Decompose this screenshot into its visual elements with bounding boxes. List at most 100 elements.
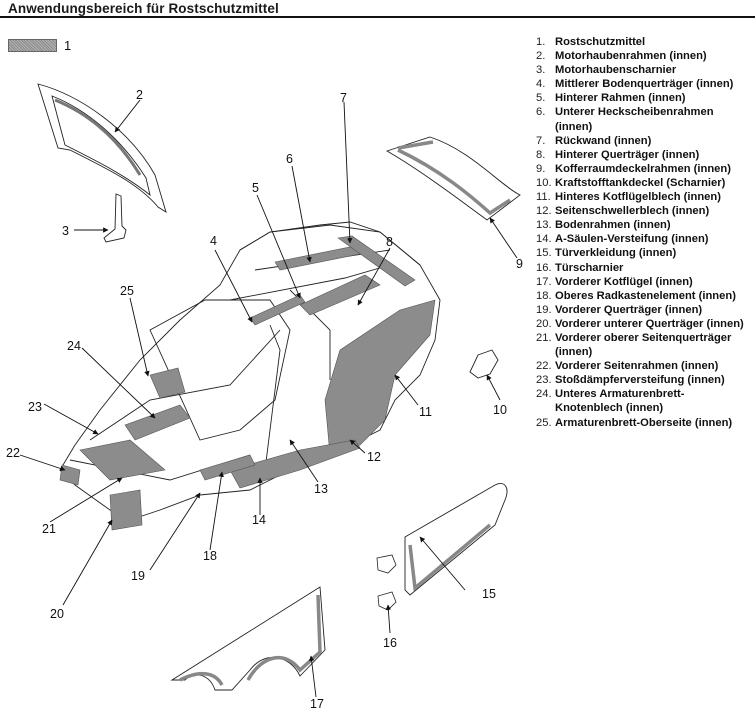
page-title: Anwendungsbereich für Rostschutzmittel	[8, 1, 279, 16]
legend-item-label: Türverkleidung (innen)	[555, 247, 677, 260]
callout-16: 16	[383, 636, 397, 650]
legend-item-number: 22.	[536, 360, 552, 373]
callout-11: 11	[419, 405, 432, 419]
legend-item: 2. Motorhaubenrahmen (innen)	[536, 49, 751, 63]
legend-item-number: 9.	[536, 162, 546, 175]
legend-item-number: 4.	[536, 78, 546, 91]
legend-item: 14.A-Säulen-Versteifung (innen)	[536, 232, 751, 246]
legend-item-number: 24.	[536, 388, 552, 401]
legend-item-number: 20.	[536, 317, 552, 330]
legend-item-label: Kofferraumdeckelrahmen (innen)	[555, 162, 731, 175]
legend-item: 8.Hinterer Querträger (innen)	[536, 148, 751, 162]
legend-item: 6.Unterer Heckscheibenrahmen (innen)	[536, 105, 751, 133]
legend-item: 23.Stoßdämpferversteifung (innen)	[536, 373, 751, 387]
callout-18: 18	[203, 549, 217, 563]
legend-item-label: A-Säulen-Versteifung (innen)	[555, 233, 709, 246]
legend-item-number: 25.	[536, 416, 552, 429]
legend-item-number: 6.	[536, 106, 546, 119]
legend-item: 7. Rückwand (innen)	[536, 134, 751, 148]
callout-24: 24	[67, 339, 81, 353]
legend-item: 24.Unteres Armaturenbrett-Knotenblech (i…	[536, 387, 751, 415]
legend-item-label: Bodenrahmen (innen)	[555, 219, 671, 232]
legend-item: 13.Bodenrahmen (innen)	[536, 218, 751, 232]
legend-item-number: 7.	[536, 134, 546, 147]
legend-item-number: 15.	[536, 247, 552, 260]
legend-item: 20.Vorderer unterer Querträger (innen)	[536, 317, 751, 331]
callout-9: 9	[516, 257, 523, 271]
front-fender-part	[170, 586, 326, 691]
legend-item-label: Vorderer unterer Querträger (innen)	[555, 317, 744, 330]
legend-item-label: Vorderer Seitenrahmen (innen)	[555, 360, 719, 373]
legend-item: 16.Türscharnier	[536, 261, 751, 275]
fuel-door-part	[469, 349, 499, 379]
legend-item: 3.Motorhaubenscharnier	[536, 63, 751, 77]
parts-legend: 1. Rostschutzmittel 2. Motorhaubenrahmen (i…	[536, 35, 751, 430]
shading-key-label: 1	[64, 38, 72, 53]
legend-item-label: Mittlerer Bodenquerträger (innen)	[555, 78, 734, 91]
callout-22: 22	[6, 446, 20, 460]
hood-hinge-part	[103, 193, 127, 243]
legend-item-label: Türscharnier	[555, 261, 624, 274]
legend-item-number: 12.	[536, 205, 552, 218]
legend-item-number: 2.	[536, 50, 546, 63]
callout-23: 23	[28, 400, 42, 414]
legend-item-number: 11.	[536, 191, 551, 204]
legend-item-number: 21.	[536, 331, 552, 344]
door-hinge-part	[376, 554, 397, 611]
callout-8: 8	[386, 235, 393, 249]
title-divider	[0, 16, 755, 18]
legend-item-label: Motorhaubenrahmen (innen)	[555, 50, 707, 63]
legend-item: 12.Seitenschwellerblech (innen)	[536, 204, 751, 218]
legend-item: 18.Oberes Radkastenelement (innen)	[536, 289, 751, 303]
callout-6: 6	[286, 152, 293, 166]
legend-item-number: 19.	[536, 303, 552, 316]
callout-4: 4	[210, 234, 217, 248]
legend-item-number: 14.	[536, 233, 552, 246]
callout-21: 21	[42, 522, 56, 536]
rust-protection-swatch	[8, 39, 57, 52]
hood-part	[37, 83, 167, 214]
trunk-lid-part	[385, 136, 521, 221]
legend-item-label: Kraftstofftankdeckel (Scharnier)	[555, 176, 726, 189]
legend-item: 22.Vorderer Seitenrahmen (innen)	[536, 359, 751, 373]
legend-item-label: Hinterer Querträger (innen)	[555, 148, 700, 161]
legend-item-label: Armaturenbrett-Oberseite (innen)	[555, 416, 733, 429]
legend-item: 11. Hinteres Kotflügelblech (innen)	[536, 190, 751, 204]
callout-17: 17	[310, 697, 324, 711]
shading-key: 1	[8, 38, 71, 53]
legend-item-label: Unteres Armaturenbrett-Knotenblech (inne…	[555, 388, 685, 415]
legend-item-label: Stoßdämpferversteifung (innen)	[555, 374, 725, 387]
legend-item-number: 1.	[536, 36, 546, 48]
legend-item: 10.Kraftstofftankdeckel (Scharnier)	[536, 176, 751, 190]
callout-13: 13	[314, 482, 328, 496]
legend-item-label: Rostschutzmittel	[555, 36, 646, 48]
legend-item-number: 5.	[536, 92, 546, 105]
legend-item-label: Vorderer Querträger (innen)	[555, 303, 703, 316]
legend-item-number: 3.	[536, 64, 546, 77]
legend-item-label: Vorderer oberer Seitenquerträger (innen)	[555, 331, 732, 359]
leader-lines	[19, 99, 518, 698]
legend-item: 9. Kofferraumdeckelrahmen (innen)	[536, 162, 751, 176]
callout-2: 2	[136, 88, 143, 102]
callout-14: 14	[252, 513, 266, 527]
rust-protection-areas	[59, 235, 436, 531]
legend-item: 21.Vorderer oberer Seitenquerträger (inn…	[536, 331, 751, 359]
legend-item-label: Hinteres Kotflügelblech (innen)	[555, 191, 721, 204]
legend-item-label: Rückwand (innen)	[555, 134, 652, 147]
callout-5: 5	[252, 181, 259, 195]
legend-item: 15.Türverkleidung (innen)	[536, 246, 751, 260]
callout-15: 15	[482, 587, 496, 601]
legend-item: 17.Vorderer Kotflügel (innen)	[536, 275, 751, 289]
legend-item: 4. Mittlerer Bodenquerträger (innen)	[536, 77, 751, 91]
callout-19: 19	[131, 569, 145, 583]
door-part	[404, 483, 508, 596]
callout-25: 25	[120, 284, 134, 298]
legend-item-label: Oberes Radkastenelement (innen)	[555, 289, 736, 302]
callout-10: 10	[493, 403, 507, 417]
legend-item-number: 23.	[536, 374, 552, 387]
legend-item-number: 13.	[536, 219, 552, 232]
callout-20: 20	[50, 607, 64, 621]
callout-7: 7	[340, 91, 347, 105]
callout-12: 12	[367, 450, 381, 464]
